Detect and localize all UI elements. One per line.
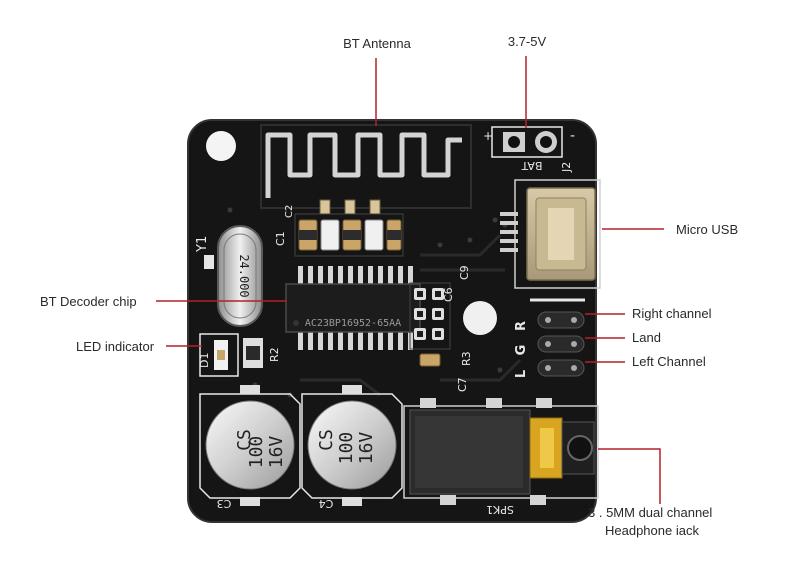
silk-g: G (514, 345, 529, 356)
silk-r: R (514, 321, 529, 331)
silk-c2: C2 (284, 205, 295, 218)
label-headphone-line2: Headphone iack (605, 523, 699, 538)
capacitor-c4: CS 100 16V C4 (301, 385, 403, 510)
smd-group-c6-c9: C6 C9 R3 C7 (409, 265, 473, 392)
silk-d1: D1 (198, 353, 211, 368)
mounting-hole-center (463, 301, 497, 335)
silk-y1: Y1 (195, 236, 210, 253)
cap-c3-value: 100 (246, 436, 267, 469)
label-micro-usb: Micro USB (676, 222, 738, 237)
callout-line-headphone (598, 448, 661, 504)
smd-component-row: C1 C2 (274, 199, 404, 257)
cap-c3-brand: CS (234, 429, 255, 451)
silk-r3: R3 (460, 351, 473, 366)
bt-antenna (260, 124, 472, 209)
silk-c7: C7 (456, 377, 469, 392)
cap-c4-value: 100 (336, 432, 357, 465)
silk-j2: J2 (560, 162, 573, 173)
silk-c6: C6 (442, 287, 455, 302)
silk-spk1: SPK1 (486, 503, 514, 516)
label-headphone-line1: 3 . 5MM dual channel (588, 505, 712, 520)
label-led-indicator: LED indicator (76, 339, 155, 354)
label-bt-decoder-chip: BT Decoder chip (40, 294, 137, 309)
label-right-channel: Right channel (632, 306, 712, 321)
silk-c3: C3 (217, 497, 232, 510)
bt-decoder-chip: AC23BP16952-65AA (285, 266, 421, 350)
capacitor-c3: CS 100 16V C3 (199, 385, 301, 510)
silk-r2: R2 (268, 347, 281, 362)
chip-marking: AC23BP16952-65AA (305, 318, 401, 329)
silk-c4: C4 (319, 497, 334, 510)
battery-header: + - BAT J2 (483, 126, 575, 173)
label-left-channel: Left Channel (632, 354, 706, 369)
label-land: Land (632, 330, 661, 345)
silk-c9: C9 (458, 265, 471, 280)
silk-l: L (514, 370, 529, 378)
led-indicator: D1 R2 (198, 333, 281, 377)
silk-plus: + (483, 129, 493, 143)
cap-c3-voltage: 16V (266, 436, 287, 469)
mounting-hole-top-left (206, 131, 236, 161)
headphone-jack: SPK1 (403, 398, 599, 516)
silk-bat: BAT (521, 159, 542, 172)
silk-minus: - (570, 128, 575, 144)
label-voltage: 3.7-5V (508, 34, 547, 49)
callout-lines (156, 56, 664, 504)
silk-c1: C1 (274, 231, 287, 246)
cap-c4-voltage: 16V (356, 432, 377, 465)
cap-c4-brand: CS (316, 429, 337, 451)
label-bt-antenna: BT Antenna (343, 36, 411, 51)
audio-output-pads: R G L (514, 298, 585, 378)
crystal-marking: 24.000 (237, 254, 251, 297)
micro-usb-port (500, 179, 601, 289)
smd-capacitors (294, 213, 404, 257)
